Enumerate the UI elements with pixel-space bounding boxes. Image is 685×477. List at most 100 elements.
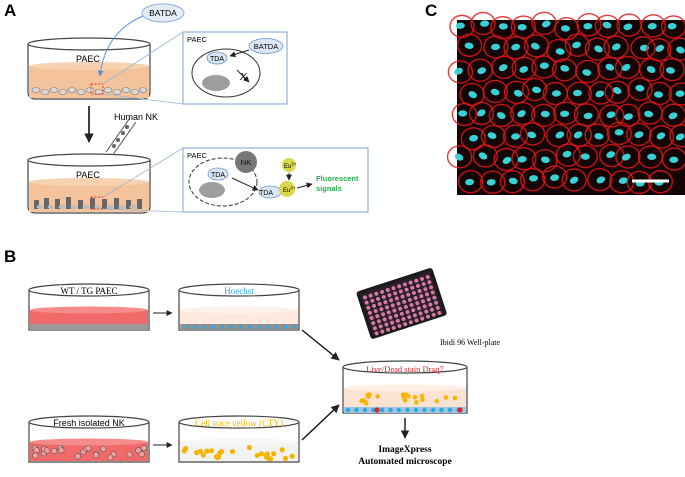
batda-label: BATDA bbox=[149, 8, 177, 18]
nucleus bbox=[580, 153, 590, 160]
nucleus bbox=[675, 133, 685, 141]
nucleus bbox=[654, 91, 663, 98]
hoechst-nucleus bbox=[211, 325, 216, 329]
cty-stained-nk bbox=[181, 444, 295, 462]
nucleus bbox=[605, 63, 615, 71]
cty-cell bbox=[268, 456, 274, 462]
nucleus bbox=[676, 46, 685, 54]
inset-batda-loading bbox=[182, 31, 288, 105]
nk-cell bbox=[402, 398, 408, 403]
nucleus bbox=[606, 111, 616, 119]
dish-final-assay bbox=[342, 360, 468, 414]
nk-cell bbox=[443, 395, 449, 400]
dish-paec-bottom bbox=[27, 153, 151, 214]
dish-fresh-nk bbox=[28, 415, 150, 463]
europium-complex-label: Eu3+ bbox=[283, 186, 296, 195]
dead-cell bbox=[457, 407, 463, 413]
dish-hoechst-label: Hoechst bbox=[224, 286, 254, 296]
nk-cell bbox=[92, 451, 100, 459]
paec-cells-bottom bbox=[36, 205, 137, 209]
nucleus bbox=[517, 156, 527, 163]
inset1-batda: BATDA bbox=[254, 42, 278, 51]
zoom-region-marker bbox=[90, 83, 104, 95]
nucleus bbox=[583, 112, 593, 120]
arrow-hoechst-to-final bbox=[301, 329, 340, 361]
nucleus bbox=[621, 63, 631, 72]
nk-cell bbox=[361, 398, 367, 403]
nucleus bbox=[478, 152, 488, 160]
nucleus bbox=[618, 177, 628, 184]
signal-label-line1: Fluorescent bbox=[316, 174, 359, 183]
nucleus bbox=[468, 91, 477, 99]
dish-cty bbox=[178, 415, 300, 463]
zoom-line bbox=[102, 93, 184, 105]
nucleus bbox=[655, 44, 665, 52]
inset2-title: PAEC bbox=[187, 151, 207, 160]
panel-c-letter: C bbox=[425, 1, 437, 20]
human-nk-label: Human NK bbox=[114, 112, 158, 122]
nk-cell bbox=[135, 447, 142, 454]
hoechst-nucleus bbox=[283, 325, 288, 329]
nk-cell bbox=[85, 445, 92, 452]
nucleus bbox=[669, 156, 679, 163]
batda-bubble bbox=[141, 3, 185, 23]
nucleus bbox=[502, 156, 512, 165]
panel-b-letter: B bbox=[4, 247, 16, 266]
cty-cell bbox=[181, 448, 187, 454]
nk-cells-fresh bbox=[31, 444, 147, 461]
paec-nucleus bbox=[396, 407, 402, 413]
nucleus bbox=[555, 131, 565, 139]
zoom-line bbox=[102, 208, 184, 213]
nucleus bbox=[530, 42, 540, 50]
nk-cell bbox=[50, 447, 58, 455]
paec-nucleus bbox=[430, 407, 436, 413]
release-arrow bbox=[231, 177, 259, 191]
nucleus bbox=[572, 89, 582, 97]
nucleus bbox=[594, 133, 604, 140]
nk-cell bbox=[74, 453, 81, 460]
nucleus bbox=[612, 87, 622, 95]
nk-cell bbox=[58, 447, 65, 454]
nucleus bbox=[611, 43, 621, 51]
nucleus bbox=[560, 25, 570, 32]
europium-free bbox=[282, 158, 296, 172]
nucleus bbox=[519, 66, 529, 73]
nk-cell bbox=[420, 397, 425, 403]
nk-cell bbox=[126, 451, 133, 458]
nucleus bbox=[498, 23, 508, 30]
cty-cell bbox=[263, 452, 269, 458]
inset1-tda: TDA bbox=[210, 56, 224, 63]
hoechst-nucleus bbox=[220, 325, 225, 329]
cty-cell bbox=[289, 453, 295, 459]
nucleus bbox=[529, 175, 538, 182]
cty-cell bbox=[271, 451, 277, 457]
nucleus bbox=[498, 64, 508, 72]
nucleus bbox=[602, 21, 612, 29]
batda-arrow bbox=[97, 15, 144, 77]
nk-cell bbox=[434, 398, 440, 404]
paec-nucleus bbox=[371, 407, 376, 413]
nk-cell bbox=[33, 447, 40, 454]
nk-label: NK bbox=[241, 158, 251, 167]
cty-cell bbox=[218, 449, 225, 455]
nucleus bbox=[454, 153, 464, 161]
arrow-cty-to-final bbox=[301, 404, 340, 441]
inset1-title: PAEC bbox=[187, 35, 207, 44]
cty-cell bbox=[208, 448, 215, 454]
nucleus bbox=[675, 90, 685, 97]
nk-cell bbox=[412, 394, 418, 400]
nucleus bbox=[540, 110, 550, 118]
dish-cty-label: Cell trace yellow (CTY) bbox=[195, 418, 283, 428]
nucleus bbox=[541, 20, 551, 28]
zoom-line bbox=[102, 31, 184, 85]
cell-nuclei bbox=[446, 11, 685, 195]
batda-bubble-inset bbox=[248, 38, 284, 54]
dish-wt-tg-paec bbox=[28, 283, 150, 331]
dish-wt-label: WT / TG PAEC bbox=[60, 286, 117, 296]
nk-cell bbox=[452, 395, 458, 401]
nucleus bbox=[569, 176, 579, 184]
nucleus bbox=[624, 113, 633, 120]
nucleus bbox=[621, 153, 631, 161]
hoechst-nucleus bbox=[229, 325, 234, 329]
nucleus bbox=[647, 23, 657, 30]
